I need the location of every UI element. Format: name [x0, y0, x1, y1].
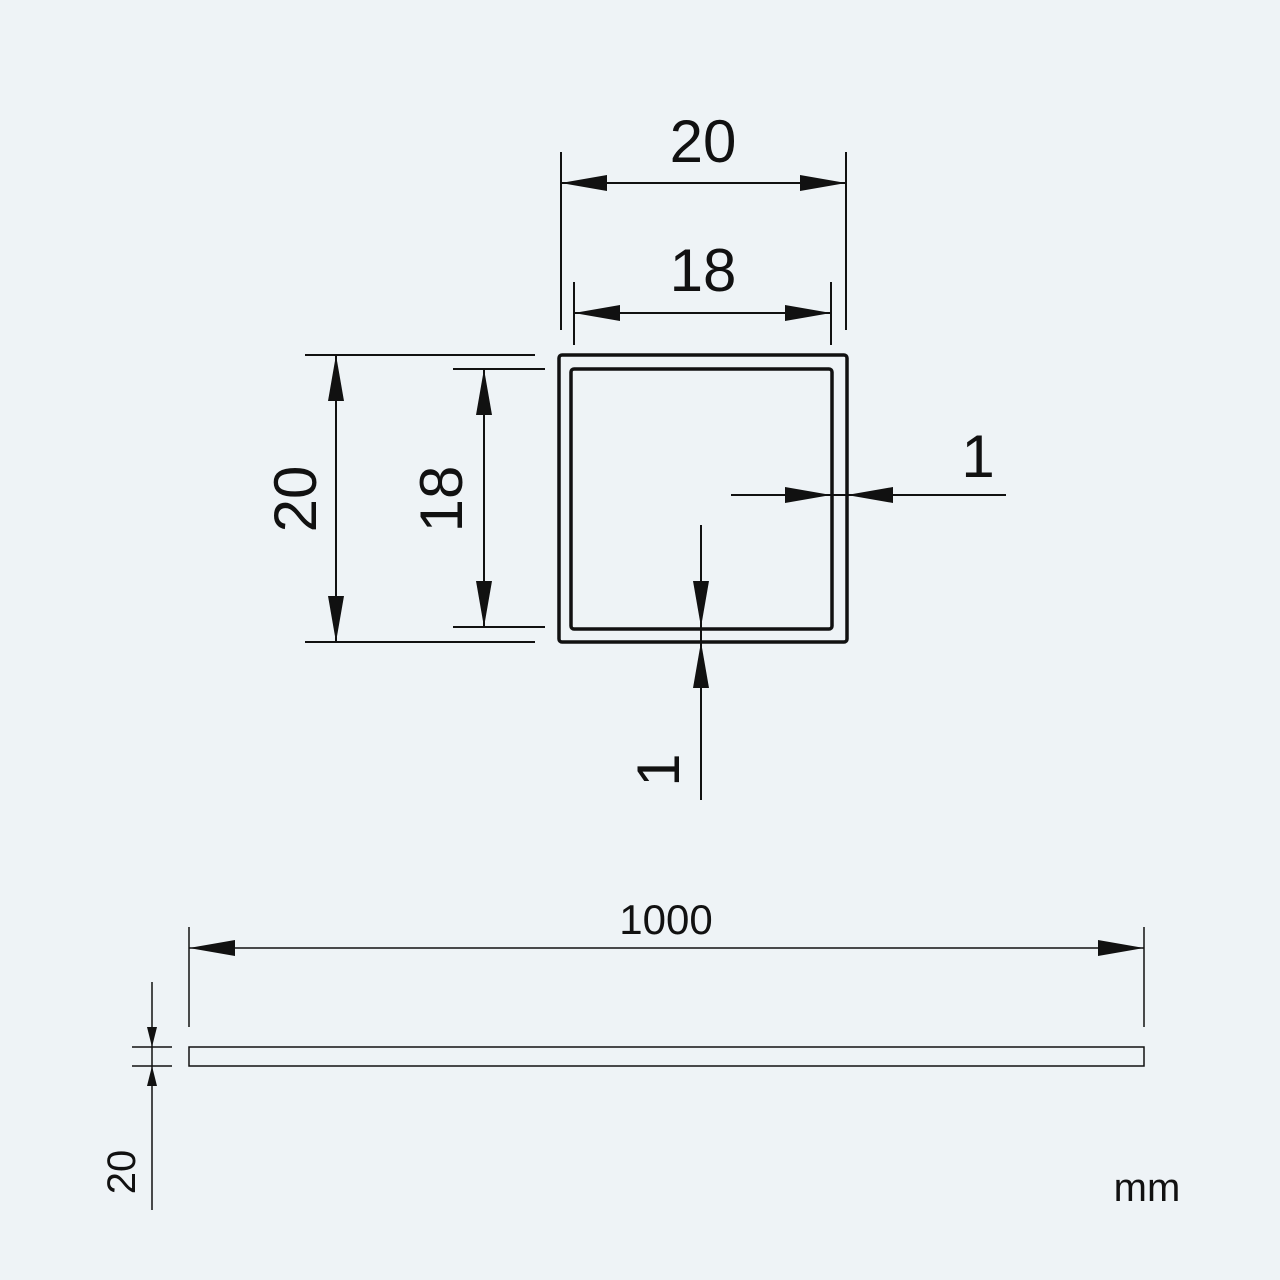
- dimension-side-height: 20: [100, 982, 172, 1210]
- dimension-outer-height: 20: [262, 354, 535, 643]
- outer-height-label: 20: [262, 466, 329, 533]
- cross-section-view: 20 18 20 18 1: [262, 108, 1006, 800]
- length-label: 1000: [619, 896, 712, 943]
- outer-width-label: 20: [670, 108, 737, 175]
- profile-outer-edge: [557, 353, 849, 644]
- dimension-wall-right: 1: [731, 423, 1006, 503]
- profile-length-bar: [188, 1046, 1145, 1067]
- units-label: mm: [1114, 1166, 1181, 1210]
- dimension-length: 1000: [188, 896, 1145, 1027]
- dimension-wall-bottom: 1: [625, 525, 709, 800]
- wall-right-label: 1: [961, 423, 994, 490]
- inner-height-label: 18: [408, 466, 475, 533]
- side-view: 1000 20 mm: [100, 896, 1180, 1210]
- dimension-outer-width: 20: [560, 108, 847, 330]
- wall-bottom-label: 1: [625, 753, 692, 786]
- dimension-inner-width: 18: [573, 237, 832, 345]
- side-height-label: 20: [100, 1150, 144, 1195]
- inner-width-label: 18: [670, 237, 737, 304]
- dimension-inner-height: 18: [408, 368, 545, 628]
